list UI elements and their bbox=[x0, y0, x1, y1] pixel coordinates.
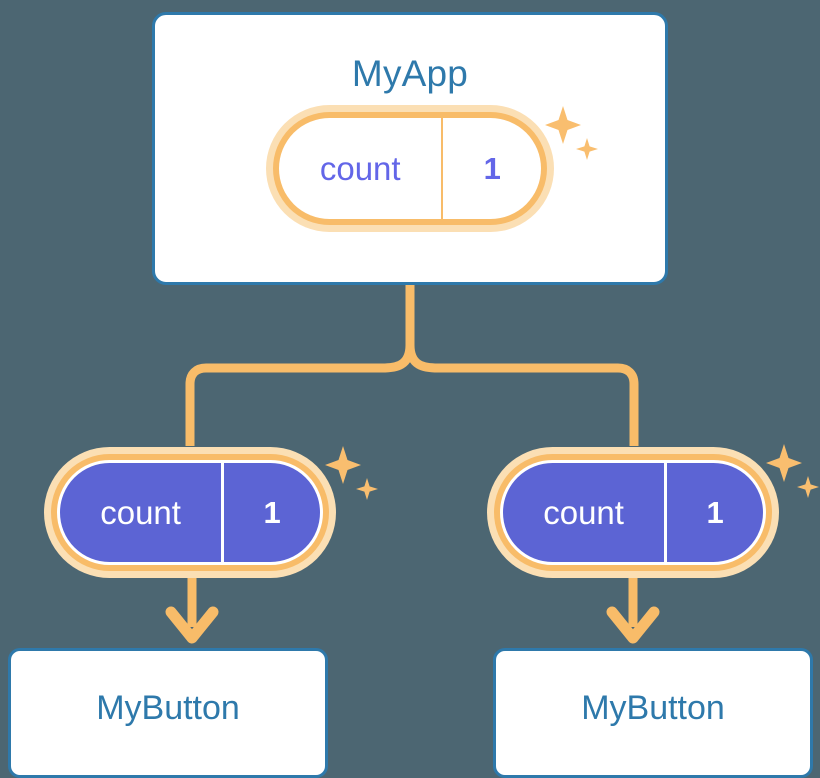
component-card-mybutton-right[interactable]: MyButton bbox=[493, 648, 813, 778]
sparkle-large-icon bbox=[325, 446, 361, 484]
state-pill-right[interactable]: count 1 bbox=[487, 447, 779, 578]
component-title-mybutton: MyButton bbox=[96, 689, 240, 727]
state-pill-body: count 1 bbox=[500, 460, 766, 565]
sparkle-small-icon bbox=[356, 478, 378, 500]
arrow-left-head bbox=[165, 606, 219, 644]
state-value-label: 1 bbox=[664, 463, 763, 562]
sparkle-large-icon bbox=[766, 444, 802, 482]
state-pill-ring: count 1 bbox=[273, 112, 547, 225]
state-pill-body: count 1 bbox=[57, 460, 323, 565]
sparkle-small-icon bbox=[797, 476, 819, 498]
component-title-myapp: MyApp bbox=[351, 53, 469, 94]
state-value-label: 1 bbox=[221, 463, 320, 562]
component-card-mybutton-left[interactable]: MyButton bbox=[8, 648, 328, 778]
component-title-mybutton: MyButton bbox=[581, 689, 725, 727]
state-pill-ring: count 1 bbox=[51, 454, 329, 571]
arrow-right-head bbox=[606, 606, 660, 644]
state-pill-left[interactable]: count 1 bbox=[44, 447, 336, 578]
connector-branch-left bbox=[185, 344, 415, 446]
connector-branch-right bbox=[405, 344, 639, 446]
state-key-label: count bbox=[319, 149, 401, 187]
state-key-label: count bbox=[543, 493, 624, 531]
state-pill-root[interactable]: count 1 bbox=[266, 105, 554, 232]
state-pill-ring: count 1 bbox=[494, 454, 772, 571]
state-key-label: count bbox=[100, 493, 181, 531]
state-pill-body: count 1 bbox=[279, 118, 541, 219]
state-value-label: 1 bbox=[441, 118, 541, 219]
